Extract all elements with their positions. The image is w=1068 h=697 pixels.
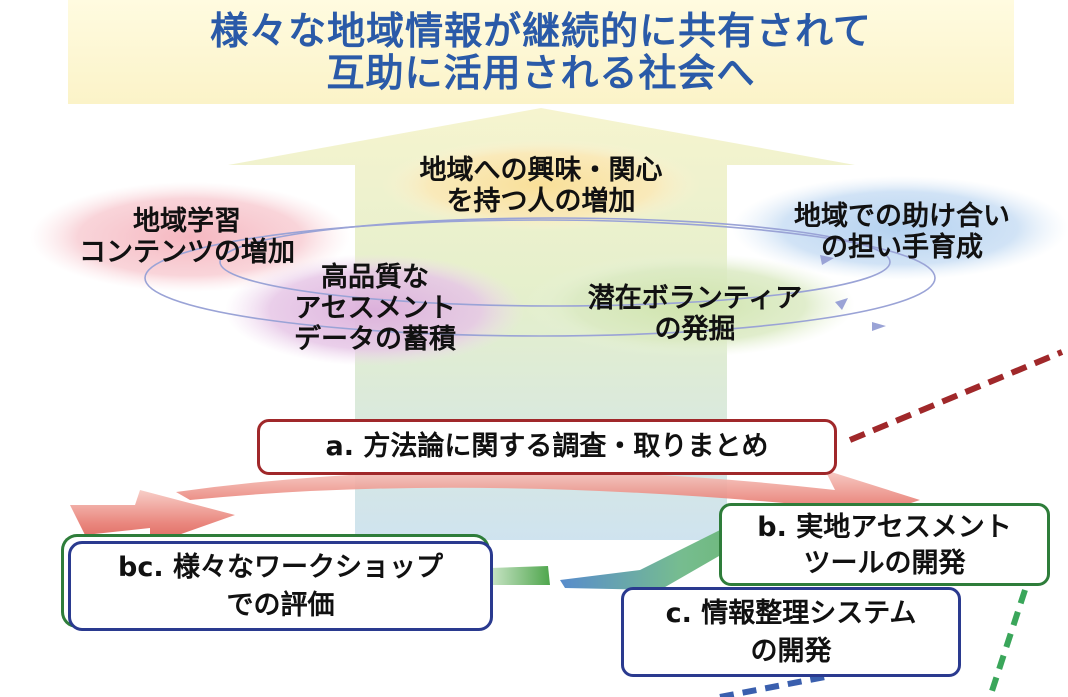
box-bc-workshops: bc. 様々なワークショップ での評価 xyxy=(68,541,493,631)
box-a-label: a. 方法論に関する調査・取りまとめ xyxy=(325,431,769,462)
box-c-line: c. 情報整理システム xyxy=(665,598,917,629)
oval-volunteer xyxy=(525,253,855,357)
box-b-line: ツールの開発 xyxy=(803,548,966,579)
oval-label-line: コンテンツの増加 xyxy=(79,237,295,268)
box-c-line: の開発 xyxy=(750,636,832,667)
oval-label-line: の担い手育成 xyxy=(821,232,983,263)
oval-label-assessment-data: 高品質な アセスメント データの蓄積 xyxy=(245,262,505,355)
oval-label-line: データの蓄積 xyxy=(294,324,456,355)
oval-label-line: 地域への興味・関心 xyxy=(419,155,663,186)
oval-label-line: の発掘 xyxy=(654,314,736,345)
oval-label-volunteer: 潜在ボランティア の発掘 xyxy=(545,283,845,345)
box-bc-line: での評価 xyxy=(226,590,335,621)
oval-label-learning: 地域学習 コンテンツの増加 xyxy=(42,206,332,268)
oval-label-line: 潜在ボランティア xyxy=(587,283,803,314)
oval-learning xyxy=(30,182,350,292)
title-banner xyxy=(68,0,1014,104)
red-return-arrow xyxy=(70,490,235,545)
box-a-methodology: a. 方法論に関する調査・取りまとめ xyxy=(257,419,837,475)
ring-arrowhead xyxy=(835,298,848,310)
green-flow-arrow xyxy=(488,566,550,585)
box-b-line: b. 実地アセスメント xyxy=(757,512,1012,543)
oval-assessment-data xyxy=(225,254,525,366)
ring-arrowhead xyxy=(872,322,886,331)
oval-label-line: 地域学習 xyxy=(133,206,241,237)
title-line-2: 互助に活用される社会へ xyxy=(326,51,756,95)
oval-label-line: 高品質な xyxy=(321,262,429,293)
box-bc-line: bc. 様々なワークショップ xyxy=(118,552,443,583)
oval-interest xyxy=(381,139,701,231)
oval-label-line: を持つ人の増加 xyxy=(446,186,636,217)
oval-label-mutual-aid: 地域での助け合い の担い手育成 xyxy=(742,201,1062,263)
oval-label-line: 地域での助け合い xyxy=(794,201,1010,232)
cycle-ring-inner xyxy=(219,217,891,307)
box-b-assessment-tool: b. 実地アセスメント ツールの開発 xyxy=(719,503,1050,586)
ring-arrowhead xyxy=(820,255,834,265)
dashed-line-a xyxy=(848,349,1064,443)
oval-label-interest: 地域への興味・関心 を持つ人の増加 xyxy=(381,155,701,217)
red-flow-arrow xyxy=(176,470,920,530)
dashed-line-c xyxy=(719,673,831,697)
oval-label-line: アセスメント xyxy=(294,293,456,324)
title-line-1: 様々な地域情報が継続的に共有されて xyxy=(210,9,872,53)
box-c-information-system: c. 情報整理システム の開発 xyxy=(621,587,961,677)
dashed-line-b xyxy=(987,589,1028,697)
cycle-ring-outer xyxy=(144,219,936,337)
oval-mutual-aid xyxy=(732,176,1068,280)
